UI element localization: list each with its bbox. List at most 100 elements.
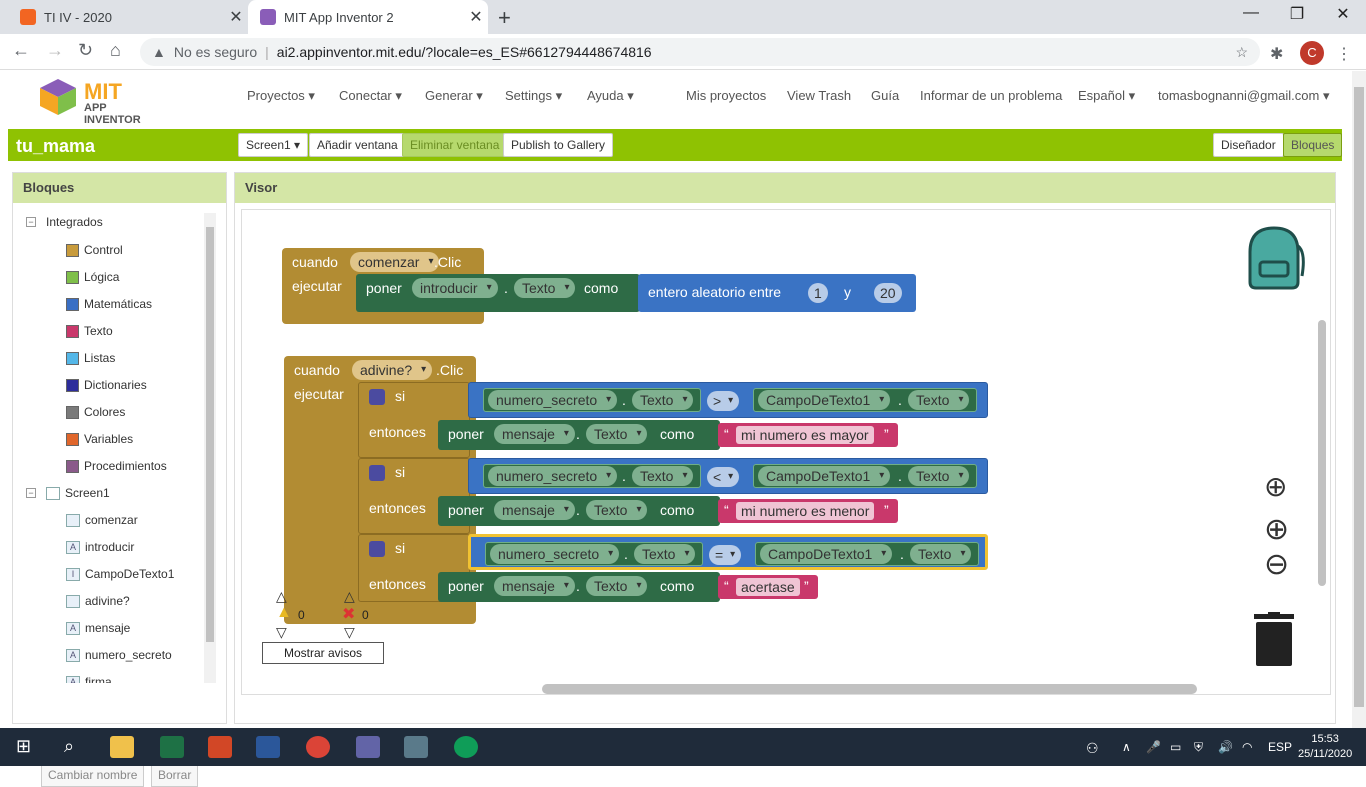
getter-block[interactable]: numero_secreto.Texto [485, 542, 703, 566]
category-1[interactable]: Lógica [66, 270, 119, 284]
component-dropdown[interactable]: adivine? [352, 360, 433, 380]
getter-component-dropdown[interactable]: numero_secreto [488, 466, 618, 486]
component-dropdown[interactable]: comenzar [350, 252, 440, 272]
getter-component-dropdown[interactable]: CampoDeTexto1 [758, 466, 891, 486]
home-icon[interactable]: ⌂ [110, 40, 121, 60]
tree-screen1[interactable]: − Screen1 [26, 486, 110, 500]
chrome-icon[interactable] [306, 736, 330, 758]
getter-block[interactable]: numero_secreto.Texto [483, 388, 701, 412]
add-screen-button[interactable]: Añadir ventana [309, 133, 406, 157]
getter-component-dropdown[interactable]: CampoDeTexto1 [758, 390, 891, 410]
browser-tab-appinventor[interactable]: MIT App Inventor 2 ✕ [248, 0, 488, 34]
screen-select[interactable]: Screen1 ▾ [238, 133, 309, 157]
battery-icon[interactable]: ▭ [1170, 740, 1182, 754]
getter-block[interactable]: CampoDeTexto1.Texto [753, 464, 977, 488]
new-tab-icon[interactable]: + [498, 5, 511, 30]
getter-prop-dropdown[interactable]: Texto [634, 544, 696, 564]
gear-icon[interactable] [369, 389, 385, 405]
menu-settings[interactable]: Settings ▾ [505, 88, 563, 103]
workspace-vertical-scrollbar[interactable] [1318, 320, 1326, 586]
mic-icon[interactable]: 🎤 [1146, 740, 1161, 754]
set-target-dropdown[interactable]: mensaje [494, 424, 575, 444]
mit-logo[interactable]: MIT APP INVENTOR [36, 75, 166, 126]
getter-prop-dropdown[interactable]: Texto [908, 466, 970, 486]
warning-up-icon[interactable]: △ [276, 588, 287, 604]
remove-screen-button[interactable]: Eliminar ventana [402, 133, 508, 157]
blocks-button[interactable]: Bloques [1283, 133, 1343, 157]
set-prop-dropdown[interactable]: Texto [586, 500, 648, 520]
category-6[interactable]: Colores [66, 405, 125, 419]
word-icon[interactable] [256, 736, 280, 758]
compare-block[interactable]: numero_secreto.Texto=CampoDeTexto1.Texto [468, 534, 988, 570]
tree-scrollbar[interactable] [204, 213, 216, 683]
category-2[interactable]: Matemáticas [66, 297, 152, 311]
designer-button[interactable]: Diseñador [1213, 133, 1284, 157]
category-4[interactable]: Listas [66, 351, 115, 365]
star-icon[interactable]: ☆ [1235, 43, 1248, 60]
chrome-profile-icon[interactable] [454, 736, 478, 758]
warning-down-icon[interactable]: ▽ [276, 624, 287, 640]
forward-icon[interactable]: → [46, 40, 64, 60]
error-up-icon[interactable]: △ [344, 588, 355, 604]
delete-button[interactable]: Borrar [151, 763, 199, 787]
powerpoint-icon[interactable] [208, 736, 232, 758]
close-window-icon[interactable]: ✕ [1336, 6, 1350, 23]
text-block[interactable]: “mi numero es mayor” [718, 423, 898, 447]
getter-prop-dropdown[interactable]: Texto [908, 390, 970, 410]
page-scrollbar[interactable] [1352, 71, 1366, 728]
set-prop-dropdown[interactable]: Texto [586, 424, 648, 444]
publish-button[interactable]: Publish to Gallery [503, 133, 614, 157]
category-0[interactable]: Control [66, 243, 123, 257]
profile-avatar[interactable]: C [1300, 41, 1324, 65]
url-bar[interactable]: ▲ No es seguro | ai2.appinventor.mit.edu… [140, 38, 1260, 66]
random-to[interactable]: 20 [874, 283, 902, 303]
reload-icon[interactable]: ↻ [78, 40, 94, 60]
language-indicator[interactable]: ESP [1268, 740, 1293, 754]
app-icon-3[interactable] [404, 736, 428, 758]
getter-block[interactable]: numero_secreto.Texto [483, 464, 701, 488]
menu-ayuda[interactable]: Ayuda ▾ [587, 88, 634, 103]
zoom-out-icon[interactable]: ⊖ [1264, 548, 1290, 581]
text-block[interactable]: “mi numero es menor” [718, 499, 898, 523]
link-view-trash[interactable]: View Trash [787, 88, 852, 103]
blocks-workspace[interactable]: cuando comenzar .Clic ejecutar poner int… [241, 209, 1331, 695]
set-target-dropdown[interactable]: mensaje [494, 576, 575, 596]
getter-block[interactable]: CampoDeTexto1.Texto [753, 388, 977, 412]
target-dropdown[interactable]: introducir [412, 278, 498, 298]
compare-block[interactable]: numero_secreto.Texto>CampoDeTexto1.Texto [468, 382, 988, 418]
collapse-icon[interactable]: − [26, 488, 36, 498]
close-tab-icon[interactable]: ✕ [469, 9, 483, 26]
prop-dropdown[interactable]: Texto [514, 278, 576, 298]
back-icon[interactable]: ← [12, 40, 30, 60]
trash-icon[interactable] [1254, 612, 1294, 666]
account-menu[interactable]: tomasbognanni@gmail.com ▾ [1158, 88, 1330, 103]
show-warnings-button[interactable]: Mostrar avisos [262, 642, 384, 664]
link-guia[interactable]: Guía [871, 88, 900, 103]
language-menu[interactable]: Español ▾ [1078, 88, 1136, 103]
workspace-horizontal-scrollbar[interactable] [542, 684, 1197, 694]
component-3[interactable]: adivine? [66, 594, 130, 608]
tray-expand-icon[interactable]: ∧ [1122, 740, 1131, 754]
error-down-icon[interactable]: ▽ [344, 624, 355, 640]
scrollbar-thumb[interactable] [206, 227, 214, 642]
getter-component-dropdown[interactable]: numero_secreto [490, 544, 620, 564]
rename-button[interactable]: Cambiar nombre [41, 763, 145, 787]
search-icon[interactable]: ⌕ [64, 736, 75, 756]
zoom-in-icon[interactable]: ⊕ [1264, 513, 1290, 546]
getter-prop-dropdown[interactable]: Texto [910, 544, 972, 564]
category-8[interactable]: Procedimientos [66, 459, 167, 473]
set-block[interactable]: poner introducir . Texto como [356, 274, 640, 312]
collapse-icon[interactable]: − [26, 217, 36, 227]
getter-prop-dropdown[interactable]: Texto [632, 390, 694, 410]
text-block[interactable]: “acertase” [718, 575, 818, 599]
volume-icon[interactable]: 🔊 [1218, 740, 1233, 754]
gear-icon[interactable] [369, 541, 385, 557]
category-7[interactable]: Variables [66, 432, 133, 446]
compare-block[interactable]: numero_secreto.Texto<CampoDeTexto1.Texto [468, 458, 988, 494]
